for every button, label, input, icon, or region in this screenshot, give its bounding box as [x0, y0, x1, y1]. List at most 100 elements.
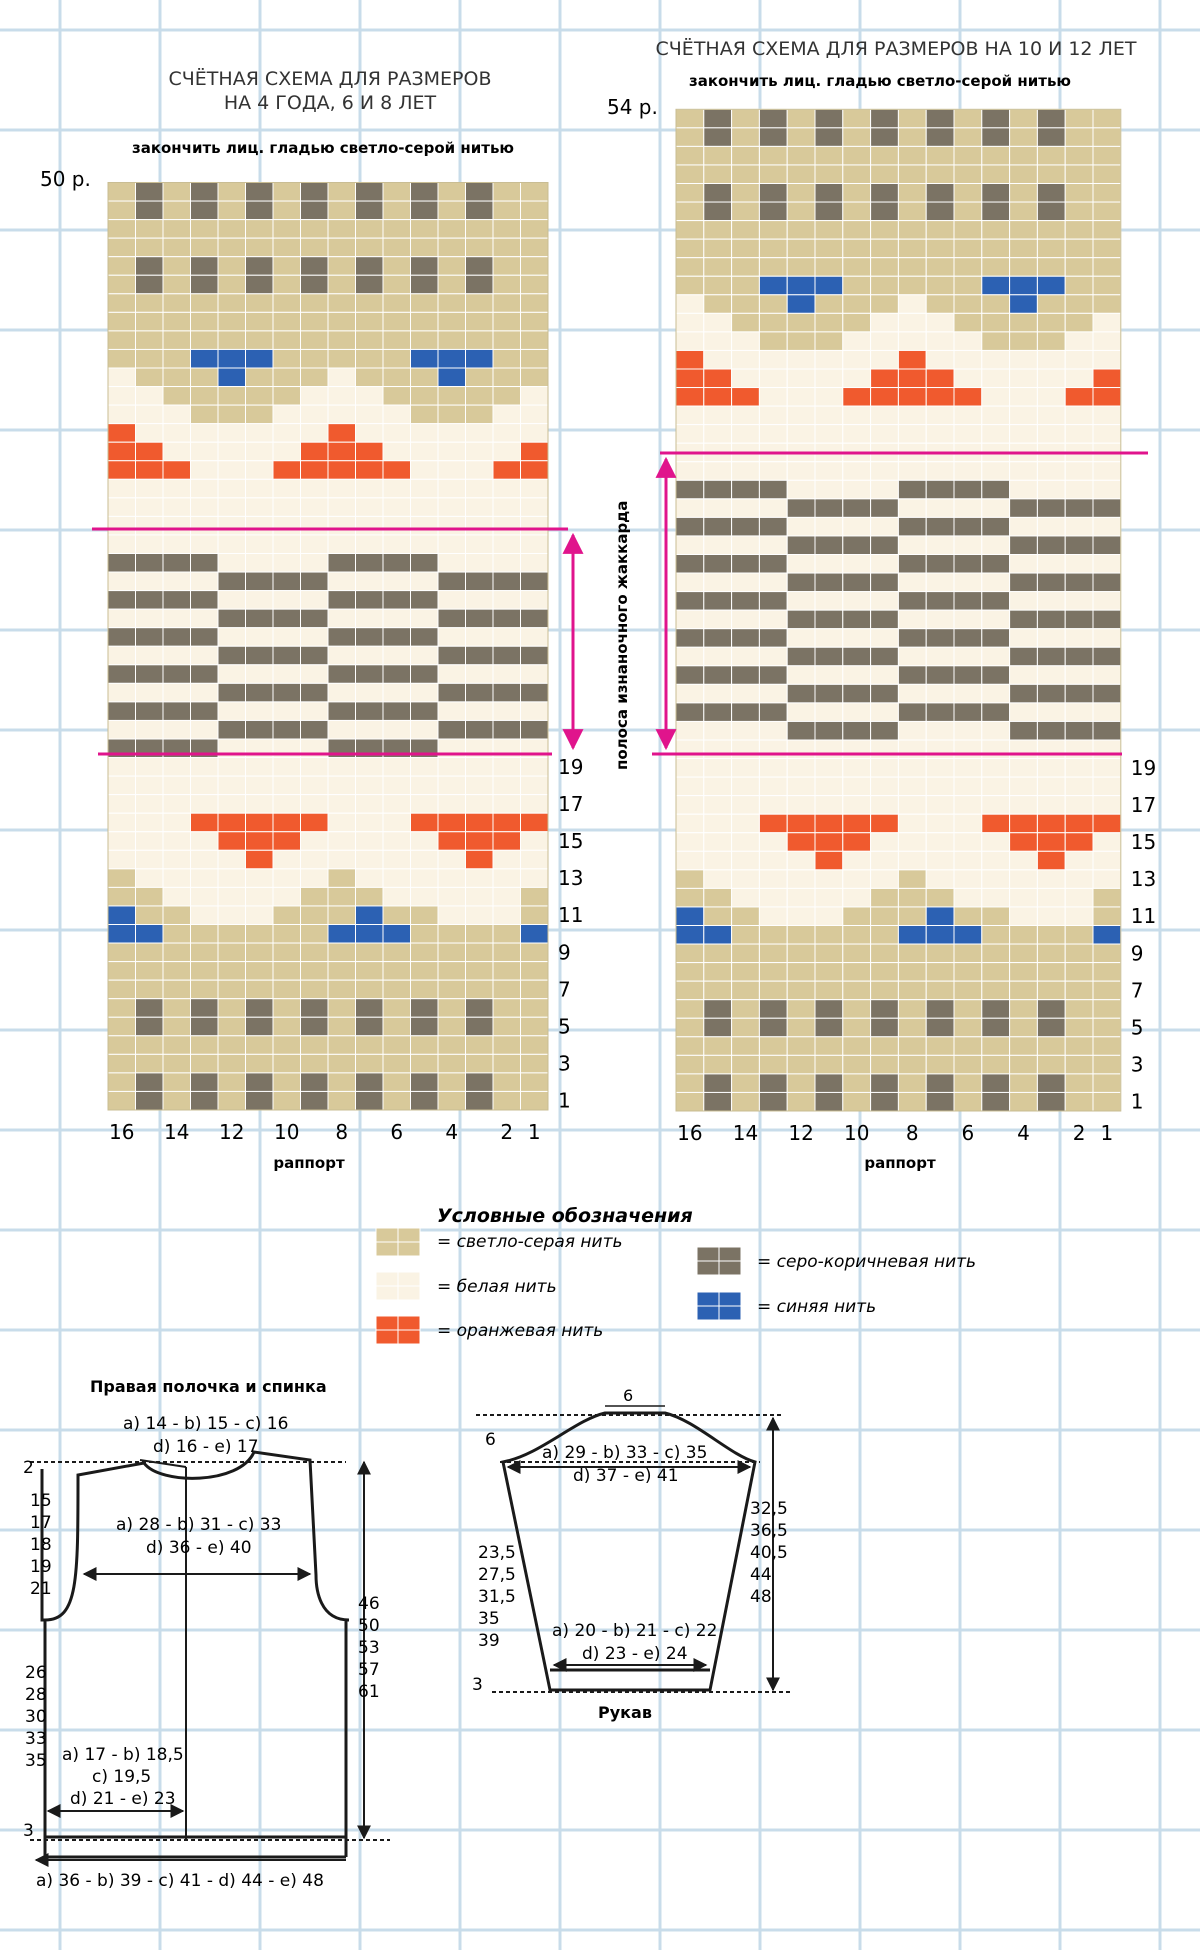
small-stitch	[355, 868, 384, 888]
small-stitch	[520, 757, 549, 777]
small-stitch	[465, 627, 494, 647]
small-stitch	[520, 1072, 549, 1092]
total-height: 46	[358, 1594, 380, 1614]
large-stitch	[675, 201, 705, 222]
small-stitch	[437, 274, 466, 295]
small-stitch	[327, 367, 356, 388]
sleeve-cuff-width-1: a) 20 - b) 21 - c) 22	[552, 1621, 717, 1641]
large-stitch	[1064, 906, 1094, 927]
small-stitch	[410, 924, 439, 944]
large-stitch	[1064, 1054, 1094, 1075]
small-stitch	[300, 905, 329, 926]
large-stitch	[1092, 498, 1122, 518]
small-stitch	[272, 256, 301, 276]
small-stitch	[520, 998, 549, 1018]
large-stitch	[703, 572, 733, 593]
small-stitch	[135, 553, 164, 573]
small-stitch	[245, 664, 274, 684]
small-stitch	[135, 849, 164, 870]
small-stitch	[437, 627, 466, 647]
large-stitch	[731, 646, 760, 667]
front-width-1: a) 17 - b) 18,5	[62, 1745, 184, 1765]
large-stitch	[786, 906, 816, 927]
small-stitch	[437, 979, 466, 1000]
small-stitch	[135, 812, 164, 833]
small-stitch	[272, 1016, 301, 1037]
small-stitch	[492, 497, 521, 517]
large-stitch	[758, 628, 788, 648]
small-stitch	[520, 497, 549, 517]
large-stitch	[758, 516, 788, 537]
large-stitch	[731, 962, 760, 982]
large-stitch	[731, 720, 760, 741]
large-stitch	[1064, 164, 1094, 184]
large-stitch	[1064, 776, 1094, 797]
large-stitch	[814, 1073, 844, 1093]
large-stitch	[703, 795, 733, 815]
small-stitch	[327, 1035, 356, 1055]
large-stitch	[786, 294, 816, 314]
small-stitch	[355, 1035, 384, 1055]
small-stitch	[327, 256, 356, 276]
large-stitch	[786, 275, 816, 296]
large-stitch	[925, 850, 955, 871]
large-stitch	[786, 832, 816, 852]
large-stitch	[842, 312, 872, 333]
small-stitch	[382, 1035, 411, 1055]
large-stitch	[897, 387, 927, 407]
small-stitch	[327, 627, 356, 647]
large-stitch	[953, 498, 983, 518]
large-stitch	[897, 758, 927, 778]
large-stitch	[981, 906, 1011, 927]
large-stitch	[981, 795, 1011, 815]
large-stitch	[981, 739, 1011, 760]
armhole-height: 18	[30, 1535, 52, 1555]
small-stitch	[492, 274, 521, 295]
large-stitch	[1064, 1017, 1094, 1038]
small-stitch	[107, 664, 136, 684]
small-stitch	[520, 534, 549, 555]
small-stitch	[107, 627, 136, 647]
large-stitch	[758, 720, 788, 741]
small-stitch	[355, 905, 384, 926]
large-stitch	[1036, 850, 1066, 871]
legend-label-orange: = оранжевая нить	[437, 1321, 603, 1341]
small-stitch	[107, 1090, 136, 1111]
small-stitch	[437, 219, 466, 239]
small-stitch	[382, 608, 411, 629]
small-stitch	[272, 571, 301, 592]
small-stitch	[382, 775, 411, 796]
small-stitch	[355, 423, 384, 443]
small-stitch	[135, 1072, 164, 1092]
large-stitch	[786, 850, 816, 871]
small-stitch	[245, 1053, 274, 1074]
large-stitch	[1036, 999, 1066, 1019]
large-stitch	[1009, 108, 1038, 129]
large-stitch	[870, 424, 899, 444]
large-stitch	[1009, 516, 1038, 537]
small-stitch	[492, 460, 521, 480]
large-stitch	[953, 145, 983, 166]
small-stitch	[217, 627, 246, 647]
large-stitch	[786, 776, 816, 797]
large-stitch	[897, 108, 927, 129]
small-col-label: 16	[109, 1120, 134, 1144]
large-stitch	[925, 739, 955, 760]
small-stitch	[410, 590, 439, 610]
small-stitch	[217, 645, 246, 666]
small-stitch	[382, 1016, 411, 1037]
large-stitch	[842, 238, 872, 259]
small-stitch	[272, 348, 301, 369]
large-stitch	[1092, 1036, 1122, 1056]
large-stitch	[870, 925, 899, 945]
large-stitch	[1092, 405, 1122, 426]
large-stitch	[758, 1036, 788, 1056]
small-stitch	[162, 1016, 191, 1037]
large-stitch	[1092, 424, 1122, 444]
small-stitch	[492, 293, 521, 313]
large-stitch	[842, 572, 872, 593]
large-stitch	[842, 850, 872, 871]
bottom-width: a) 36 - b) 39 - c) 41 - d) 44 - e) 48	[36, 1871, 324, 1891]
large-stitch	[703, 962, 733, 982]
large-stitch	[675, 1091, 705, 1112]
